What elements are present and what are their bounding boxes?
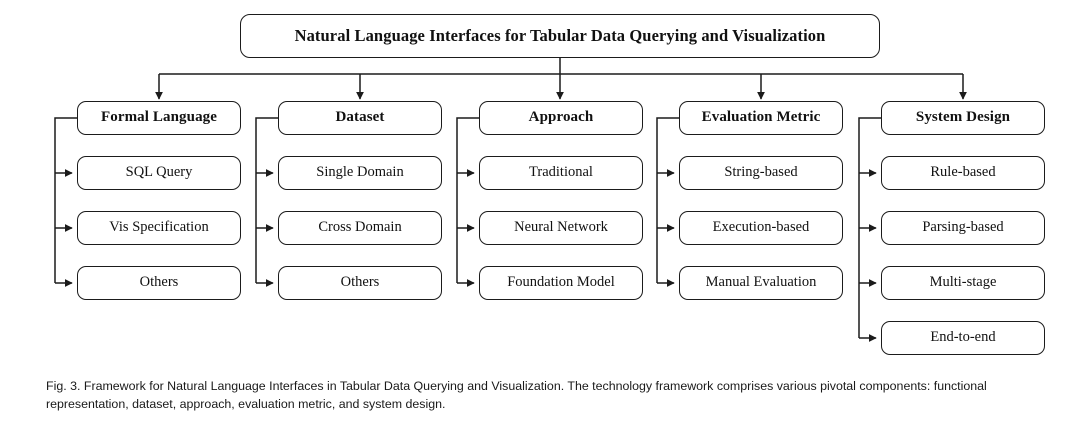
column-header-system-design[interactable]: System Design [881, 101, 1045, 135]
node-single-domain[interactable]: Single Domain [278, 156, 442, 190]
node-cross-domain[interactable]: Cross Domain [278, 211, 442, 245]
spine-col-2 [255, 117, 278, 283]
spine-col-5 [858, 117, 881, 338]
node-formal-language-others[interactable]: Others [77, 266, 241, 300]
node-string-based[interactable]: String-based [679, 156, 843, 190]
node-foundation-model[interactable]: Foundation Model [479, 266, 643, 300]
column-header-formal-language[interactable]: Formal Language [77, 101, 241, 135]
node-manual-evaluation[interactable]: Manual Evaluation [679, 266, 843, 300]
spine-col-4 [656, 117, 679, 283]
node-vis-specification[interactable]: Vis Specification [77, 211, 241, 245]
spine-col-3 [456, 117, 479, 283]
column-header-approach[interactable]: Approach [479, 101, 643, 135]
node-rule-based[interactable]: Rule-based [881, 156, 1045, 190]
figure-caption: Fig. 3. Framework for Natural Language I… [46, 379, 987, 411]
node-multi-stage[interactable]: Multi-stage [881, 266, 1045, 300]
node-traditional[interactable]: Traditional [479, 156, 643, 190]
node-sql-query[interactable]: SQL Query [77, 156, 241, 190]
node-parsing-based[interactable]: Parsing-based [881, 211, 1045, 245]
figure-title-box: Natural Language Interfaces for Tabular … [240, 14, 880, 58]
node-neural-network[interactable]: Neural Network [479, 211, 643, 245]
spine-col-1 [54, 117, 77, 283]
node-dataset-others[interactable]: Others [278, 266, 442, 300]
node-end-to-end[interactable]: End-to-end [881, 321, 1045, 355]
column-header-evaluation-metric[interactable]: Evaluation Metric [679, 101, 843, 135]
column-header-dataset[interactable]: Dataset [278, 101, 442, 135]
node-execution-based[interactable]: Execution-based [679, 211, 843, 245]
